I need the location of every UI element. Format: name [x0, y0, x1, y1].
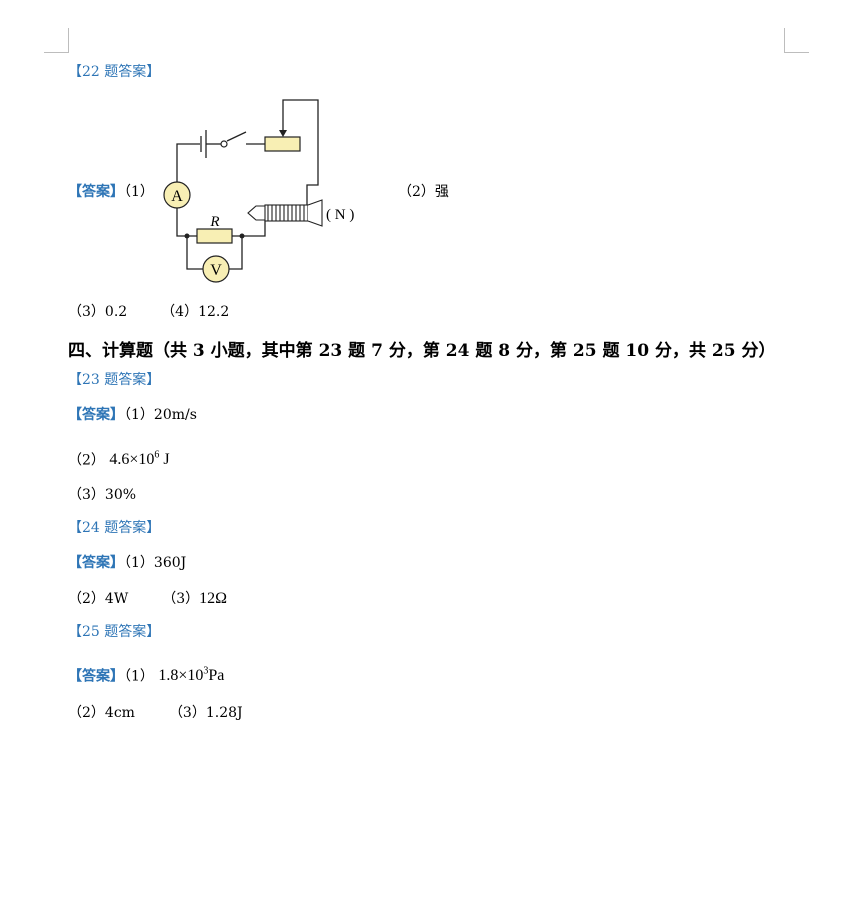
q25-part3: （3）1.28J — [168, 705, 243, 721]
q25-part1-label: （1） — [124, 668, 154, 685]
resistor — [196, 228, 233, 244]
voltmeter-label: V — [210, 262, 222, 279]
q22-part1: （1） — [124, 184, 154, 200]
answer-label: 【答案】 — [68, 668, 124, 685]
margin-corner-top-left — [44, 28, 69, 53]
q22-part3: （3）0.2 — [68, 304, 128, 320]
q24-part2: （2）4W — [68, 591, 129, 607]
slider-wire — [282, 99, 319, 212]
q24-part1: （1）360J — [124, 555, 187, 571]
q22-part4: （4）12.2 — [161, 304, 230, 320]
section-heading: 四、计算题（共 3 小题，其中第 23 题 7 分，第 24 题 8 分，第 2… — [68, 341, 776, 361]
q22-header: 【22 题答案】 — [68, 64, 161, 80]
q23-part1: （1）20m/s — [124, 407, 197, 423]
electromagnet — [247, 199, 323, 227]
answer-label: 【答案】 — [68, 555, 124, 571]
exponent: 6 — [154, 450, 160, 461]
q22-part2: （2）强 — [398, 184, 449, 200]
q23-part3: （3）30% — [68, 487, 137, 503]
answer-label: 【答案】 — [68, 184, 124, 200]
q25-part1-value: 1.8×10 — [158, 667, 204, 685]
ammeter-label: A — [171, 188, 183, 205]
answer-label: 【答案】 — [68, 407, 124, 423]
q25-part2: （2）4cm — [68, 705, 135, 721]
q23-part2-value: 4.6×10 — [109, 451, 155, 469]
q24-header: 【24 题答案】 — [68, 520, 161, 536]
margin-corner-top-right — [784, 28, 809, 53]
switch — [226, 131, 247, 142]
voltmeter — [202, 255, 230, 283]
ammeter — [163, 181, 191, 209]
wire-left-top — [176, 143, 200, 182]
resistor-label: R — [209, 214, 219, 230]
rheostat — [264, 136, 301, 152]
q23-header: 【23 题答案】 — [68, 372, 161, 388]
q23-part2-label: （2） — [68, 452, 105, 469]
pole-label: ( N ) — [326, 207, 354, 223]
unit: Pa — [208, 667, 225, 685]
exponent: 3 — [203, 666, 209, 677]
unit: J — [159, 451, 170, 469]
q25-header: 【25 题答案】 — [68, 624, 161, 640]
q24-part3-label: （3） — [162, 591, 200, 607]
q24-part3-value: 12Ω — [199, 590, 228, 607]
